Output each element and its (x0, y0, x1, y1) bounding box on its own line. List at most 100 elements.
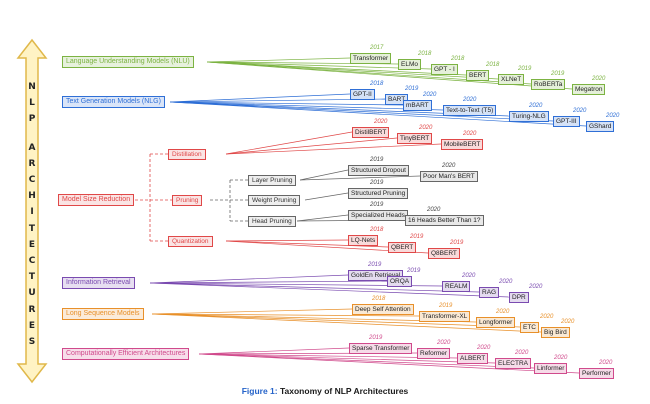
model-year: 2020 (427, 207, 441, 213)
model-year: 2020 (423, 92, 437, 98)
model-box: ELECTRA (495, 358, 531, 369)
category-ir: Information Retrieval (62, 277, 135, 289)
fan-line (225, 143, 442, 155)
side-label-letter: A (28, 142, 36, 153)
figure-caption: Figure 1: Taxonomy of NLP Architectures (0, 386, 650, 396)
side-label-letter: P (28, 114, 36, 125)
side-label-letter: E (28, 320, 36, 331)
fan-line (206, 61, 432, 70)
model-year: 2020 (599, 360, 613, 366)
model-box: Reformer (417, 348, 451, 359)
model-year: 2020 (573, 108, 587, 114)
model-year: 2020 (592, 76, 606, 82)
model-year: 2020 (606, 113, 620, 119)
model-box: ETC (520, 322, 539, 333)
fan-line (225, 240, 389, 248)
tree-connector (135, 153, 172, 242)
subcategory-weight_pruning: Weight Pruning (248, 195, 301, 206)
fan-line (149, 280, 388, 284)
model-year: 2018 (486, 62, 500, 68)
model-year: 2020 (515, 350, 529, 356)
fan-line (169, 101, 587, 127)
model-year: 2019 (439, 303, 453, 309)
model-box: Big Bird (541, 327, 570, 338)
model-year: 2018 (418, 51, 432, 57)
side-label-letter: T (28, 272, 36, 283)
model-year: 2020 (463, 97, 477, 103)
model-box: Transformer-XL (419, 311, 471, 322)
model-box: GPT-II (350, 89, 375, 100)
model-box: Sparse Transformer (349, 343, 413, 354)
side-label-letter: N (28, 82, 36, 92)
model-box: Structured Dropout (348, 165, 409, 176)
model-year: 2019 (405, 86, 419, 92)
model-year: 2020 (374, 119, 388, 125)
subcategory-quantization: Quantization (168, 236, 213, 247)
figure-title: Taxonomy of NLP Architectures (277, 386, 409, 396)
fan-line (169, 98, 386, 103)
model-year: 2020 (540, 314, 554, 320)
fan-line (169, 101, 404, 106)
fan-line (169, 93, 351, 103)
model-box: BERT (466, 70, 490, 81)
model-box: GoldEn Retrieval (348, 270, 404, 281)
model-box: ELMo (398, 59, 421, 70)
category-nlg: Text Generation Models (NLG) (62, 96, 165, 108)
subcategory-layer_pruning: Layer Pruning (248, 175, 297, 186)
model-year: 2018 (372, 296, 386, 302)
model-year: 2019 (407, 268, 421, 274)
model-box: Deep Self Attention (352, 304, 414, 315)
model-box: QBERT (388, 242, 417, 253)
model-box: REALM (442, 281, 471, 292)
double-arrow-icon (16, 38, 48, 384)
fan-line (151, 313, 420, 317)
model-year: 2018 (451, 56, 465, 62)
model-box: Q8BERT (428, 248, 460, 259)
model-box: DistilBERT (352, 127, 390, 138)
model-year: 2020 (462, 273, 476, 279)
model-box: TinyBERT (397, 133, 433, 144)
model-year: 2020 (529, 284, 543, 290)
fan-line (151, 308, 353, 315)
model-box: Longformer (476, 317, 516, 328)
fan-line (296, 214, 349, 222)
fan-line (299, 175, 421, 181)
model-box: XLNeT (498, 74, 525, 85)
model-box: Turing-NLG (509, 111, 549, 122)
model-box: 16 Heads Better Than 1? (405, 215, 484, 226)
fan-line (149, 282, 510, 298)
fan-line (198, 353, 580, 374)
fan-line (149, 282, 480, 293)
fan-line (198, 353, 496, 364)
model-year: 2018 (370, 81, 384, 87)
model-year: 2020 (437, 340, 451, 346)
side-label-letter: C (28, 256, 36, 266)
fan-line (225, 131, 353, 155)
fan-line (198, 353, 458, 359)
fan-line (149, 274, 349, 284)
model-box: Transformer (350, 53, 392, 64)
model-box: Text-to-Text (T5) (443, 105, 497, 116)
model-year: 2020 (463, 131, 477, 137)
fan-line (198, 347, 350, 355)
category-nlu: Language Understanding Models (NLU) (62, 56, 194, 68)
model-box: GShard (586, 121, 615, 132)
fan-line (304, 192, 349, 201)
side-label-letter: R (28, 304, 36, 315)
model-year: 2020 (499, 279, 513, 285)
fan-line (169, 101, 444, 111)
side-label-letter: R (28, 158, 36, 169)
model-year: 2019 (551, 71, 565, 77)
model-year: 2019 (410, 234, 424, 240)
model-box: ORQA (387, 276, 413, 287)
model-box: mBART (403, 100, 432, 111)
model-year: 2017 (370, 45, 384, 51)
model-box: BART (385, 94, 409, 105)
model-box: RoBERTa (531, 79, 566, 90)
model-box: ALBERT (457, 353, 489, 364)
fan-line (206, 57, 351, 63)
model-year: 2020 (496, 309, 510, 315)
model-year: 2019 (450, 240, 464, 246)
fan-line (225, 137, 398, 155)
side-label-letter: U (28, 288, 36, 299)
